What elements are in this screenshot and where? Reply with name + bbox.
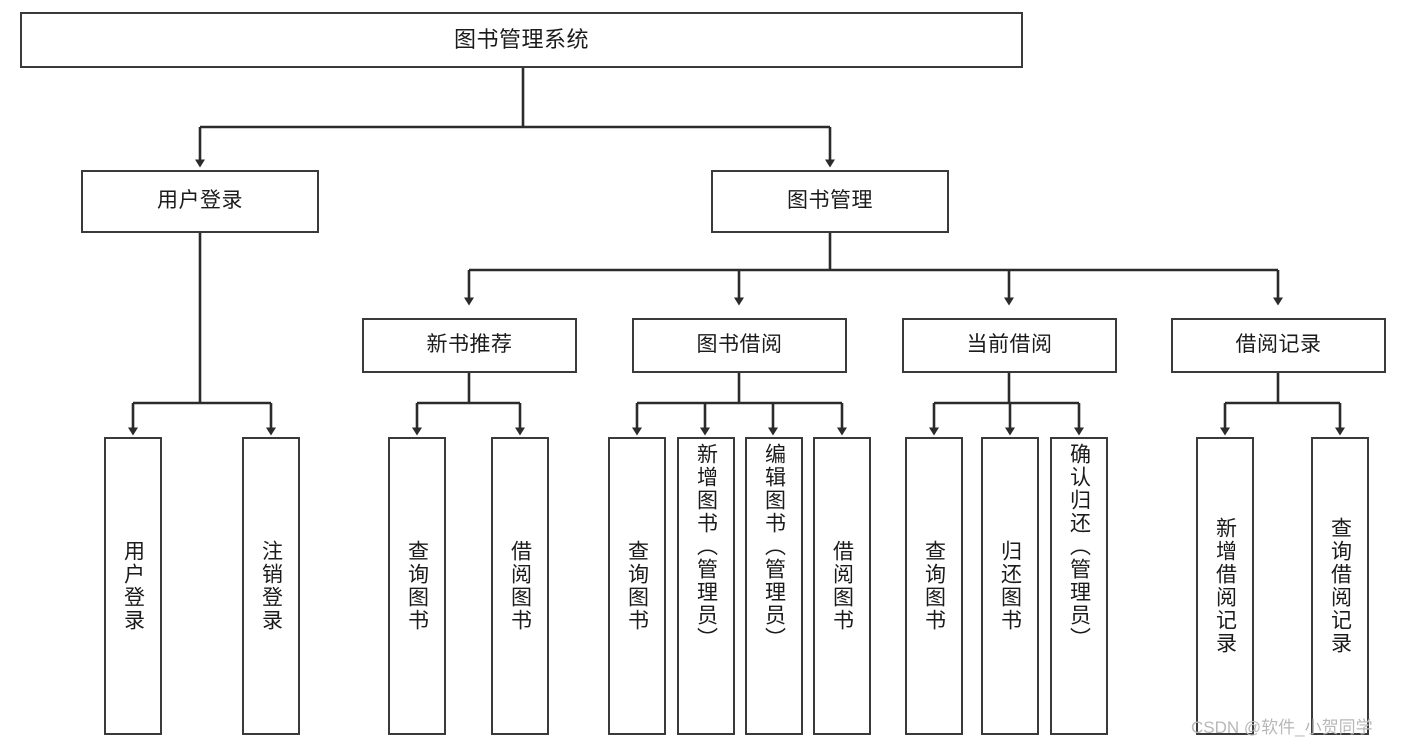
leaf-borrow-record-query[interactable]: 查询借阅记录 xyxy=(1311,437,1369,735)
node-label: 图书借阅 xyxy=(696,333,783,357)
node-label: 新书推荐 xyxy=(426,333,513,357)
node-label: 确认归还（管理员） xyxy=(1067,443,1091,650)
leaf-user-login-logout[interactable]: 注销登录 xyxy=(242,437,300,735)
node-label: 当前借阅 xyxy=(966,333,1053,357)
node-label: 图书管理系统 xyxy=(453,26,589,52)
node-label: 借阅图书 xyxy=(508,540,532,632)
leaf-book-borrow-borrow[interactable]: 借阅图书 xyxy=(813,437,871,735)
node-label: 注销登录 xyxy=(259,540,283,632)
node-label: 查询图书 xyxy=(405,540,429,632)
node-label: 查询借阅记录 xyxy=(1328,517,1352,655)
node-label: 编辑图书（管理员） xyxy=(762,443,786,650)
leaf-current-borrow-confirm-return[interactable]: 确认归还（管理员） xyxy=(1050,437,1108,735)
node-label: 归还图书 xyxy=(998,540,1022,632)
node-label: 新增图书（管理员） xyxy=(694,443,718,650)
leaf-borrow-record-add[interactable]: 新增借阅记录 xyxy=(1196,437,1254,735)
node-user-login[interactable]: 用户登录 xyxy=(81,170,319,233)
node-book-borrow[interactable]: 图书借阅 xyxy=(632,318,847,373)
leaf-book-borrow-query[interactable]: 查询图书 xyxy=(608,437,666,735)
node-new-book-recommend[interactable]: 新书推荐 xyxy=(362,318,577,373)
node-current-borrow[interactable]: 当前借阅 xyxy=(902,318,1117,373)
node-book-management[interactable]: 图书管理 xyxy=(711,170,949,233)
node-label: 用户登录 xyxy=(121,540,145,632)
leaf-new-book-query[interactable]: 查询图书 xyxy=(388,437,446,735)
leaf-book-borrow-add[interactable]: 新增图书（管理员） xyxy=(677,437,735,735)
node-label: 查询图书 xyxy=(625,540,649,632)
leaf-new-book-borrow[interactable]: 借阅图书 xyxy=(491,437,549,735)
leaf-book-borrow-edit[interactable]: 编辑图书（管理员） xyxy=(745,437,803,735)
node-label: 用户登录 xyxy=(157,189,243,213)
node-borrow-record[interactable]: 借阅记录 xyxy=(1171,318,1386,373)
leaf-current-borrow-query[interactable]: 查询图书 xyxy=(905,437,963,735)
csdn-watermark: CSDN @软件_小贺同学 xyxy=(1191,718,1373,737)
leaf-current-borrow-return[interactable]: 归还图书 xyxy=(981,437,1039,735)
node-label: 新增借阅记录 xyxy=(1213,517,1237,655)
node-label: 借阅记录 xyxy=(1235,333,1322,357)
node-label: 借阅图书 xyxy=(830,540,854,632)
leaf-user-login-login[interactable]: 用户登录 xyxy=(104,437,162,735)
node-label: 图书管理 xyxy=(787,189,873,213)
node-root-system[interactable]: 图书管理系统 xyxy=(20,12,1023,68)
node-label: 查询图书 xyxy=(922,540,946,632)
